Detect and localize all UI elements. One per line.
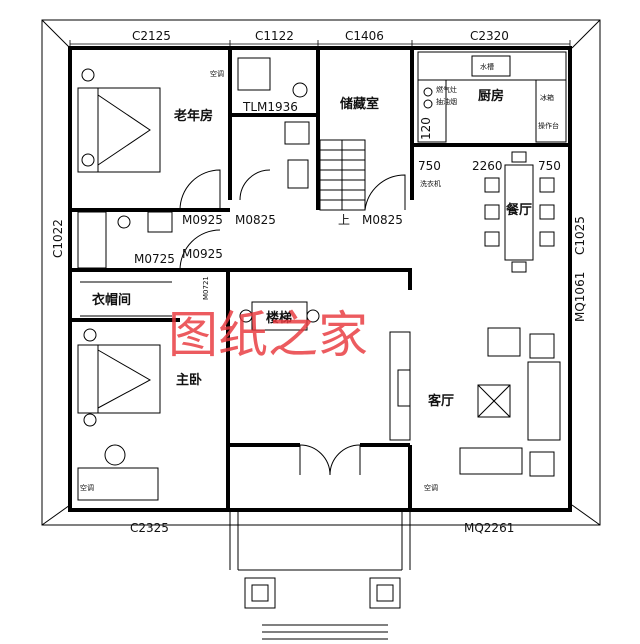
bathroom-fixtures (77, 57, 310, 269)
roof-outline (41, 19, 601, 526)
window-code-bottom-right: MQ2261 (464, 521, 514, 535)
door-code-tlm: TLM1936 (242, 100, 298, 114)
label-sink: 水槽 (480, 62, 494, 71)
sofa-set (459, 327, 561, 477)
door-code-m0825-b: M0825 (362, 213, 403, 227)
tv-cabinet (389, 331, 411, 441)
hall-table (239, 301, 320, 331)
dim-750-a: 750 (418, 159, 441, 173)
label-cabinet: 操作台 (538, 121, 559, 130)
master-desk (77, 444, 159, 501)
window-code-top-left: C2125 (132, 29, 171, 43)
label-gas-stove: 燃气灶 (436, 85, 457, 94)
door-code-m0721: M0721 (202, 276, 210, 300)
label-fridge: 冰箱 (540, 93, 554, 102)
door-code-m0925-a: M0925 (182, 213, 223, 227)
window-code-top-right: C2320 (470, 29, 509, 43)
room-label-closet: 衣帽间 (92, 292, 131, 308)
window-code-bottom-left: C2325 (130, 521, 169, 535)
dim-750-b: 750 (538, 159, 561, 173)
label-range-hood: 抽油烟 (436, 97, 457, 106)
room-label-dining: 餐厅 (505, 202, 532, 218)
elder-room-bed (77, 68, 161, 173)
dim-2260: 2260 (472, 159, 503, 173)
label-washer: 洗衣机 (420, 179, 441, 188)
label-ac-2: 空调 (80, 483, 94, 492)
label-stair-up: 上 (338, 213, 350, 227)
room-label-elder: 老年房 (173, 108, 213, 124)
label-ac-3: 空调 (424, 483, 438, 492)
window-code-left: C1022 (51, 219, 65, 258)
kitchen-counter (417, 51, 567, 143)
room-label-living: 客厅 (428, 393, 454, 409)
dim-120: 120 (419, 117, 433, 140)
room-label-stair-hall: 楼梯 (266, 310, 292, 326)
door-swings (179, 169, 406, 476)
window-code-right: C1025 (573, 216, 587, 255)
room-label-kitchen: 厨房 (478, 88, 504, 104)
closet-racks (80, 281, 172, 317)
room-label-master: 主卧 (176, 372, 202, 388)
entrance-porch (229, 510, 411, 640)
staircase (319, 139, 366, 211)
watermark: 图纸之家 (168, 306, 368, 364)
door-code-m0725: M0725 (134, 252, 175, 266)
room-label-storage: 储藏室 (339, 96, 379, 112)
window-code-top-mid: C1122 (255, 29, 294, 43)
window-code-right-lower: MQ1061 (573, 272, 587, 322)
interior-walls (70, 48, 570, 510)
label-ac-1: 空调 (210, 69, 224, 78)
door-code-m0925-b: M0925 (182, 247, 223, 261)
master-bedroom-bed (77, 328, 161, 427)
window-code-top-store: C1406 (345, 29, 384, 43)
dining-table (484, 151, 555, 273)
door-code-m0825-a: M0825 (235, 213, 276, 227)
